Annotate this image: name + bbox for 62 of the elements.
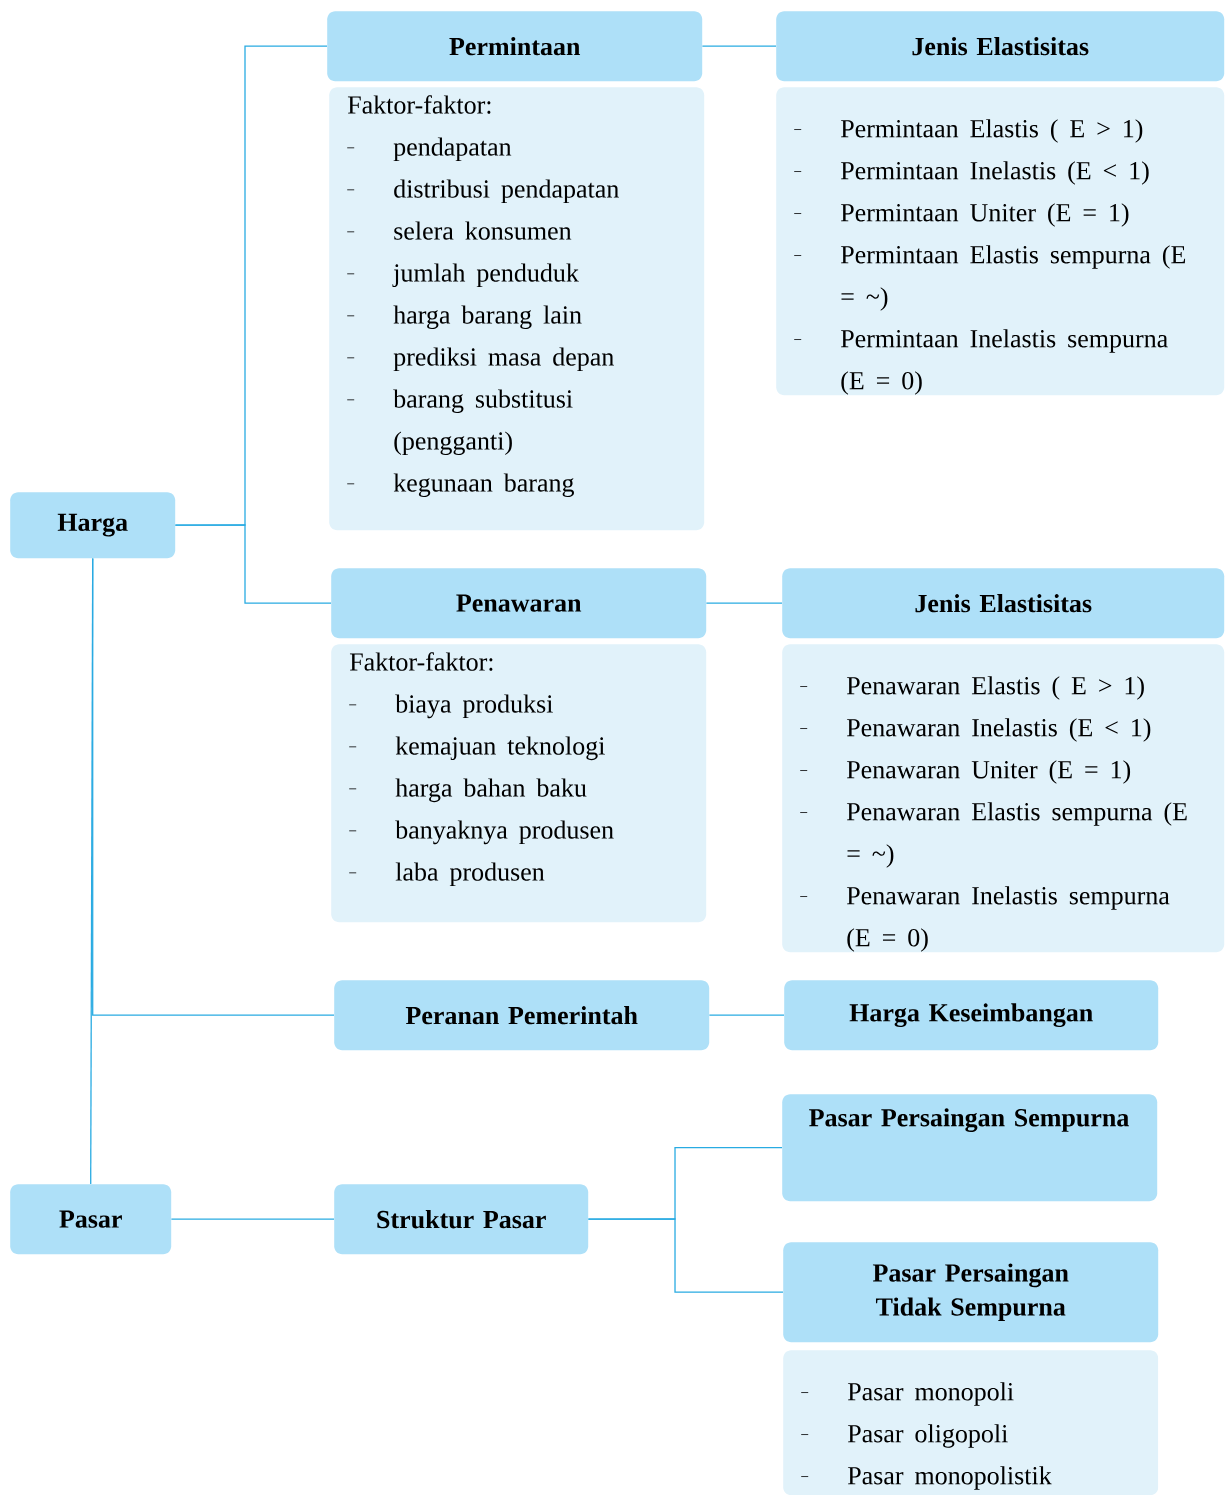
header-box	[783, 1242, 1159, 1343]
list-item: Permintaan Inelastis sempurna (E = 0)	[840, 329, 1168, 395]
box-title: Harga	[57, 513, 128, 537]
list-item: Penawaran Uniter (E = 1)	[846, 760, 1131, 784]
list-box	[331, 644, 707, 923]
connector-line	[701, 45, 777, 47]
connector-line	[587, 1218, 784, 1293]
list-item: Penawaran Inelastis sempurna (E = 0)	[846, 886, 1170, 952]
list-item: kegunaan barang	[393, 473, 574, 498]
connector-line	[170, 1218, 335, 1220]
connector-line	[174, 524, 332, 604]
list-item: Penawaran Elastis sempurna (E = ~)	[846, 802, 1187, 868]
header-box	[334, 1184, 589, 1255]
list-item: Pasar oligopoli	[847, 1424, 1008, 1448]
list-item: Penawaran Elastis ( E > 1)	[846, 676, 1144, 700]
box-title: Permintaan	[449, 37, 581, 56]
box-title: Pasar	[59, 1210, 122, 1228]
list-item: harga barang lain	[393, 305, 582, 330]
header-box	[331, 568, 707, 639]
box-title: Pasar Persaingan Sempurna	[809, 1108, 1129, 1132]
list-item: Penawaran Inelastis (E < 1)	[846, 718, 1151, 742]
box-title: Peranan Pemerintah	[405, 1006, 638, 1025]
list-box	[783, 1350, 1159, 1495]
box-title: Harga Keseimbangan	[849, 1003, 1093, 1028]
connector-line	[705, 602, 783, 604]
header-box	[782, 568, 1225, 639]
list-item: kemajuan teknologi	[395, 736, 605, 761]
list-item: Pasar monopoli	[847, 1382, 1014, 1406]
list-box	[782, 644, 1225, 953]
connector-line	[708, 1014, 785, 1016]
list-heading: Faktor-faktor:	[347, 95, 491, 114]
list-item: Pasar monopolistik	[847, 1466, 1052, 1490]
list-item: biaya produksi	[395, 694, 553, 719]
list-item: Permintaan Inelastis (E < 1)	[840, 161, 1149, 185]
header-box	[776, 11, 1225, 82]
list-item: laba produsen	[395, 862, 545, 887]
list-box	[329, 87, 705, 531]
header-box	[334, 980, 710, 1051]
header-box	[782, 1094, 1158, 1202]
list-item: prediksi masa depan	[393, 347, 614, 372]
list-item: Permintaan Elastis ( E > 1)	[840, 119, 1143, 143]
list-item: harga bahan baku	[395, 778, 587, 803]
box-title: Penawaran	[456, 594, 582, 612]
list-item: Permintaan Elastis sempurna (E = ~)	[840, 245, 1186, 311]
box-title: Pasar Persaingan Tidak Sempurna	[872, 1263, 1069, 1321]
list-heading: Faktor-faktor:	[349, 652, 493, 671]
box-title: Struktur Pasar	[377, 1210, 546, 1229]
header-box	[784, 980, 1159, 1051]
list-item: Permintaan Uniter (E = 1)	[840, 203, 1129, 227]
list-item: banyaknya produsen	[395, 820, 614, 845]
connector-line	[92, 557, 335, 1016]
box-title: Jenis Elastisitas	[915, 594, 1092, 613]
list-box	[776, 87, 1225, 396]
list-item: barang substitusi (pengganti)	[393, 389, 573, 456]
header-box	[10, 1184, 172, 1255]
list-item: distribusi pendapatan	[394, 179, 619, 204]
box-title: Jenis Elastisitas	[912, 37, 1089, 56]
list-item: selera konsumen	[394, 221, 572, 240]
list-item: pendapatan	[393, 137, 512, 162]
list-item: jumlah penduduk	[392, 263, 579, 288]
header-box	[327, 11, 703, 82]
header-box	[10, 492, 176, 559]
